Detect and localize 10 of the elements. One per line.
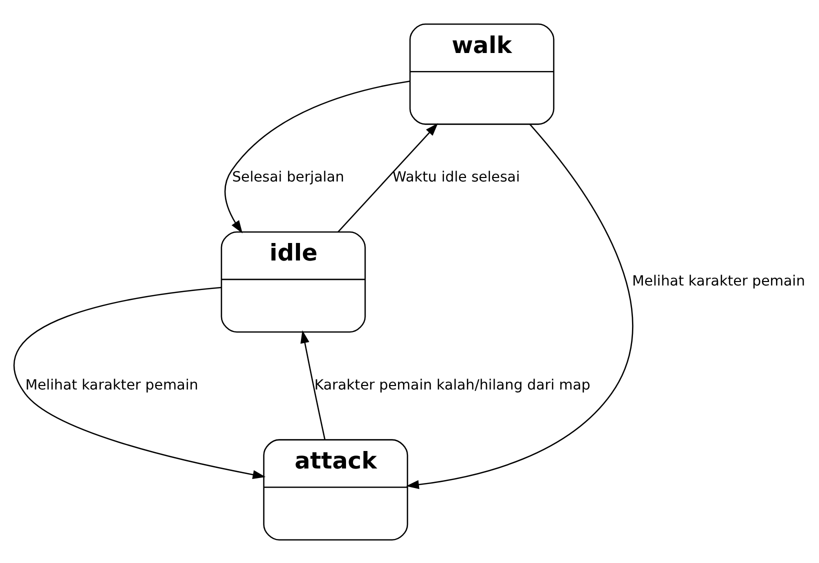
arrow [338,122,438,232]
edge-label: Melihat karakter pemain [632,273,806,290]
arrow [224,80,410,233]
arrow [406,123,634,489]
edge-label: Waktu idle selesai [392,169,520,186]
edge-label: Melihat karakter pemain [25,377,198,394]
arrow [14,286,266,479]
arrow [300,330,326,439]
edge-label: Selesai berjalan [232,169,344,186]
edge-label: Karakter pemain kalah/hilang dari map [314,377,590,394]
